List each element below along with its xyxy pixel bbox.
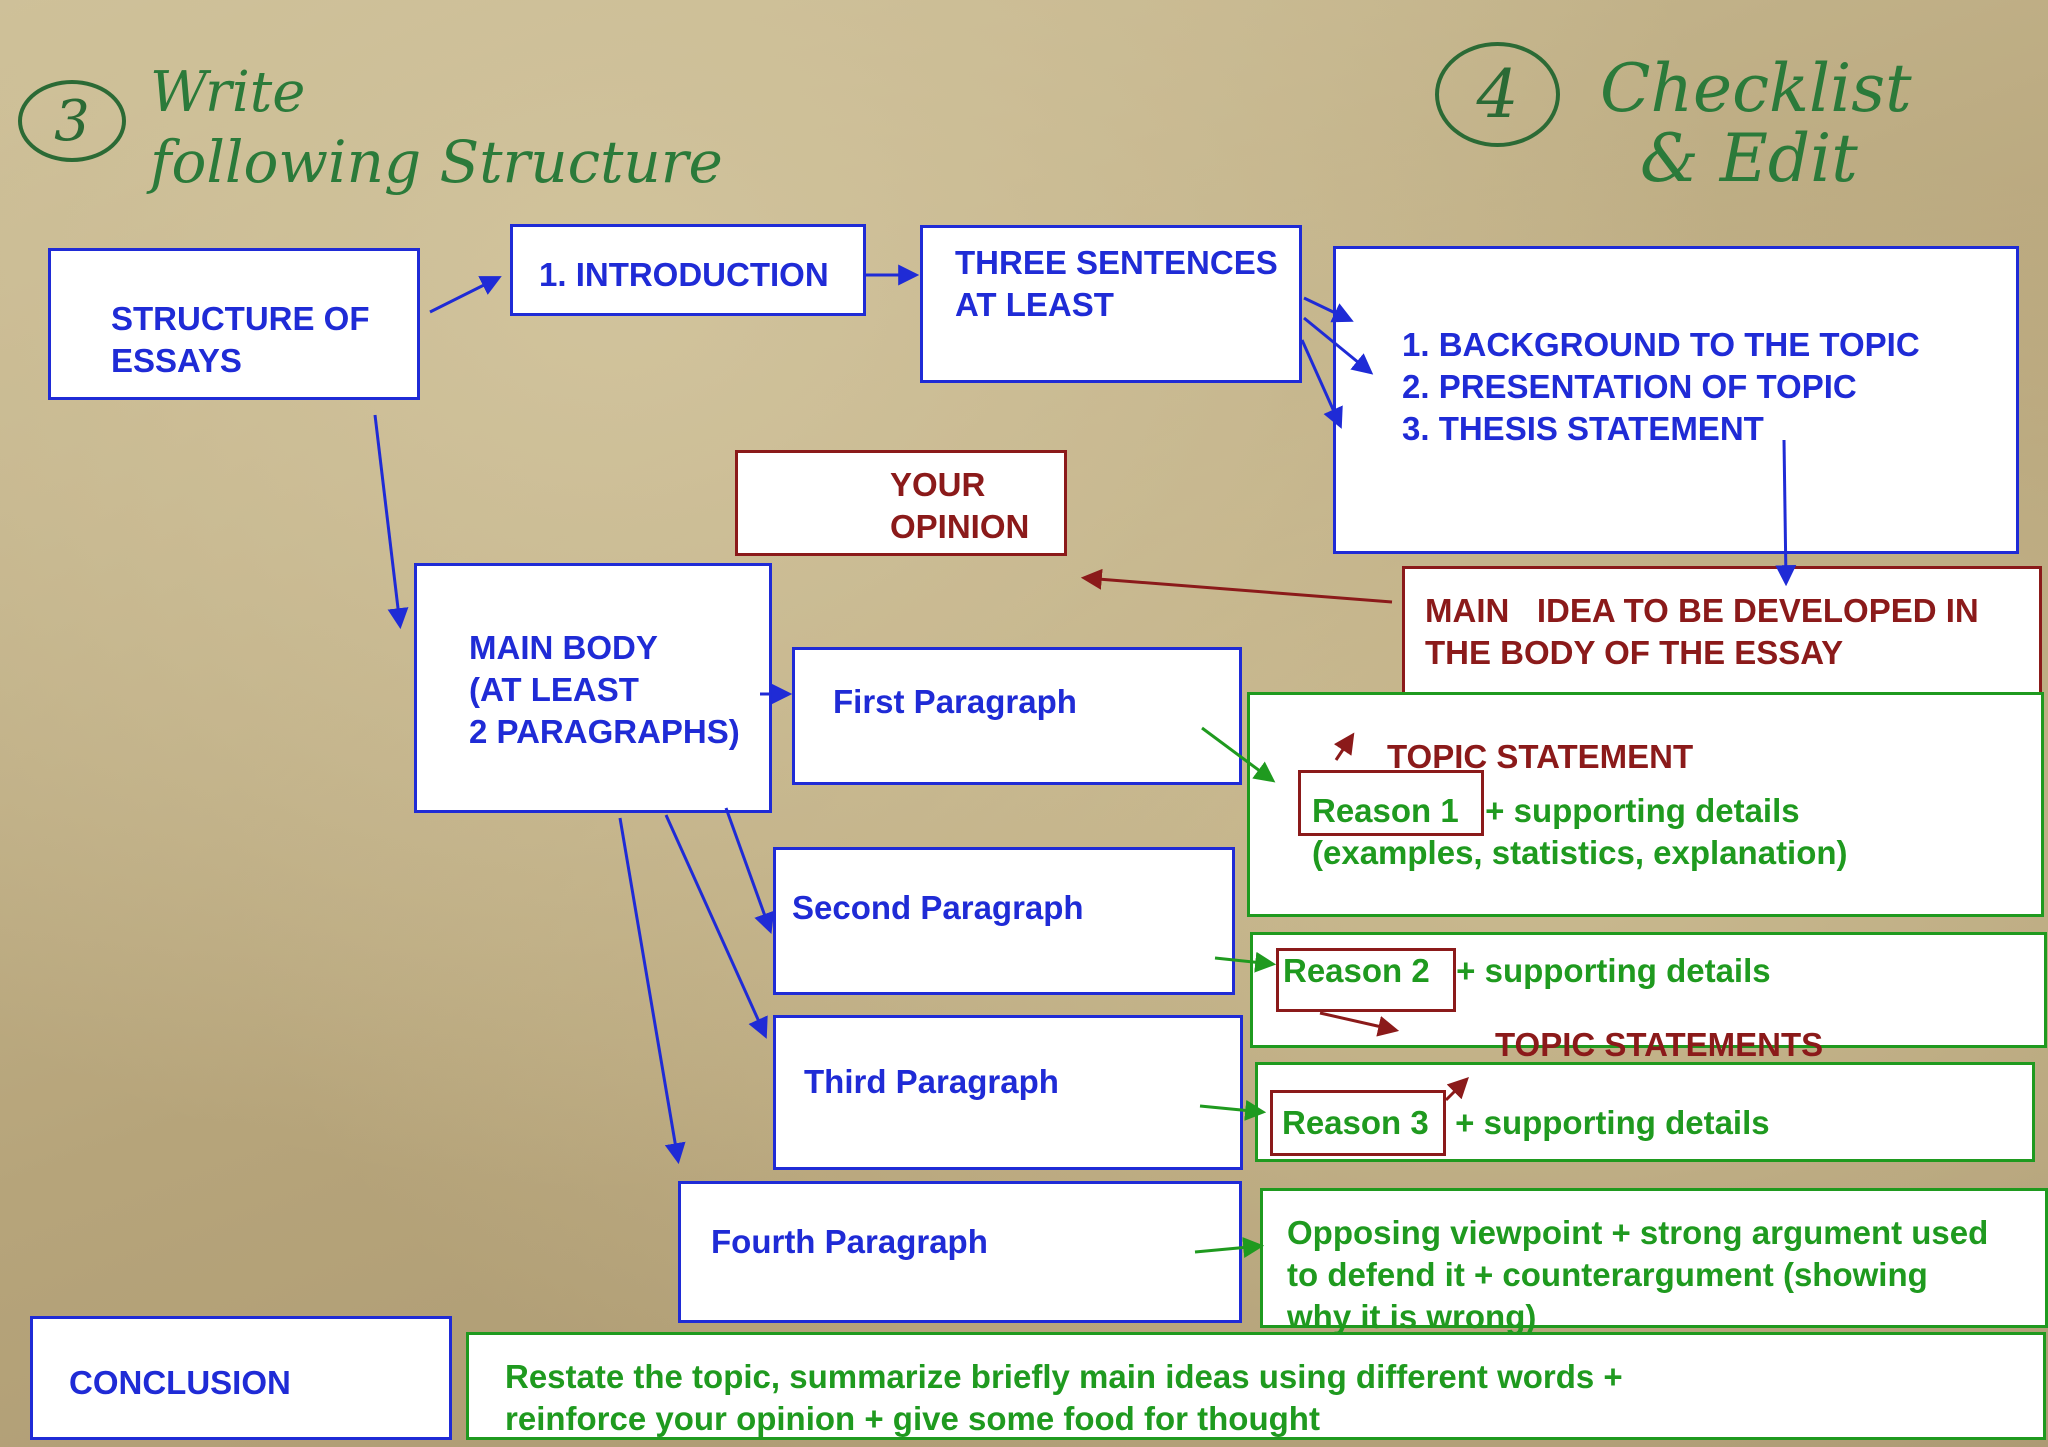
structure-of-essays-box: STRUCTURE OF ESSAYS <box>48 248 420 400</box>
reason1-box: TOPIC STATEMENT Reason 1 + supporting de… <box>1247 692 2044 917</box>
reason3-label: Reason 3 <box>1282 1104 1429 1141</box>
main-body-line1: MAIN BODY <box>469 629 658 666</box>
topic-statements-label: TOPIC STATEMENTS <box>1495 1026 1824 1063</box>
conclusion-detail-line1: Restate the topic, summarize briefly mai… <box>505 1358 1623 1395</box>
three-sentences-box: THREE SENTENCES AT LEAST <box>920 225 1302 383</box>
main-body-line2: (AT LEAST <box>469 671 639 708</box>
conclusion-box: CONCLUSION <box>30 1316 452 1440</box>
fourth-paragraph-label: Fourth Paragraph <box>711 1223 988 1260</box>
step3-number: 3 <box>54 88 90 154</box>
first-paragraph-box: First Paragraph <box>792 647 1242 785</box>
introduction-box: 1. INTRODUCTION <box>510 224 866 316</box>
reason2-supporting: + supporting details <box>1447 952 1771 989</box>
third-paragraph-label: Third Paragraph <box>804 1063 1059 1100</box>
your-opinion-line1: YOUR <box>890 466 986 503</box>
reason2-label: Reason 2 <box>1283 952 1430 989</box>
opposing-line1: Opposing viewpoint + strong argument use… <box>1287 1214 1989 1251</box>
third-paragraph-box: Third Paragraph <box>773 1015 1243 1170</box>
step4-line1: Checklist <box>1600 50 1912 127</box>
conclusion-detail-box: Restate the topic, summarize briefly mai… <box>466 1332 2046 1440</box>
intro-points-box: 1. BACKGROUND TO THE TOPIC 2. PRESENTATI… <box>1333 246 2019 554</box>
three-sentences-line2: AT LEAST <box>955 286 1114 323</box>
reason1-examples: (examples, statistics, explanation) <box>1312 834 1848 871</box>
step4-line2: & Edit <box>1640 120 1858 197</box>
step4-number: 4 <box>1476 56 1519 133</box>
opposing-line3: why it is wrong) <box>1287 1298 1537 1335</box>
reason1-supporting: + supporting details <box>1476 792 1800 829</box>
opposing-line2: to defend it + counterargument (showing <box>1287 1256 1928 1293</box>
main-idea-line1: MAIN IDEA TO BE DEVELOPED IN <box>1425 592 1979 629</box>
introduction-label: 1. INTRODUCTION <box>539 256 829 293</box>
intro-point-1: 1. BACKGROUND TO THE TOPIC <box>1402 326 1920 363</box>
step3-circle: 3 <box>18 80 126 162</box>
opposing-viewpoint-box: Opposing viewpoint + strong argument use… <box>1260 1188 2048 1335</box>
reason1-highlight <box>1298 770 1484 836</box>
step3-line1: Write <box>150 60 306 125</box>
fourth-paragraph-box: Fourth Paragraph <box>678 1181 1242 1323</box>
intro-point-3: 3. THESIS STATEMENT <box>1402 410 1764 447</box>
reason3-supporting: + supporting details <box>1446 1104 1770 1141</box>
conclusion-detail-line2: reinforce your opinion + give some food … <box>505 1400 1320 1437</box>
reason3-highlight <box>1270 1090 1446 1156</box>
your-opinion-line2: OPINION <box>890 508 1030 545</box>
three-sentences-line1: THREE SENTENCES <box>955 244 1278 281</box>
main-body-line3: 2 PARAGRAPHS) <box>469 713 740 750</box>
step3-line2: following Structure <box>150 128 723 196</box>
structure-line1: STRUCTURE OF <box>111 300 370 337</box>
reason2-highlight <box>1276 948 1456 1012</box>
second-paragraph-label: Second Paragraph <box>792 889 1084 926</box>
step4-circle: 4 <box>1435 42 1560 147</box>
second-paragraph-box: Second Paragraph <box>773 847 1235 995</box>
topic-statement-label: TOPIC STATEMENT <box>1387 738 1694 775</box>
intro-point-2: 2. PRESENTATION OF TOPIC <box>1402 368 1857 405</box>
reason1-label: Reason 1 <box>1312 792 1459 829</box>
reason3-box: Reason 3 + supporting details <box>1255 1062 2035 1162</box>
your-opinion-box: YOUR OPINION <box>735 450 1067 556</box>
main-idea-line2: THE BODY OF THE ESSAY <box>1425 634 1844 671</box>
main-idea-box: MAIN IDEA TO BE DEVELOPED IN THE BODY OF… <box>1402 566 2042 696</box>
main-body-box: MAIN BODY (AT LEAST 2 PARAGRAPHS) <box>414 563 772 813</box>
first-paragraph-label: First Paragraph <box>833 683 1077 720</box>
conclusion-label: CONCLUSION <box>69 1364 291 1401</box>
structure-line2: ESSAYS <box>111 342 242 379</box>
